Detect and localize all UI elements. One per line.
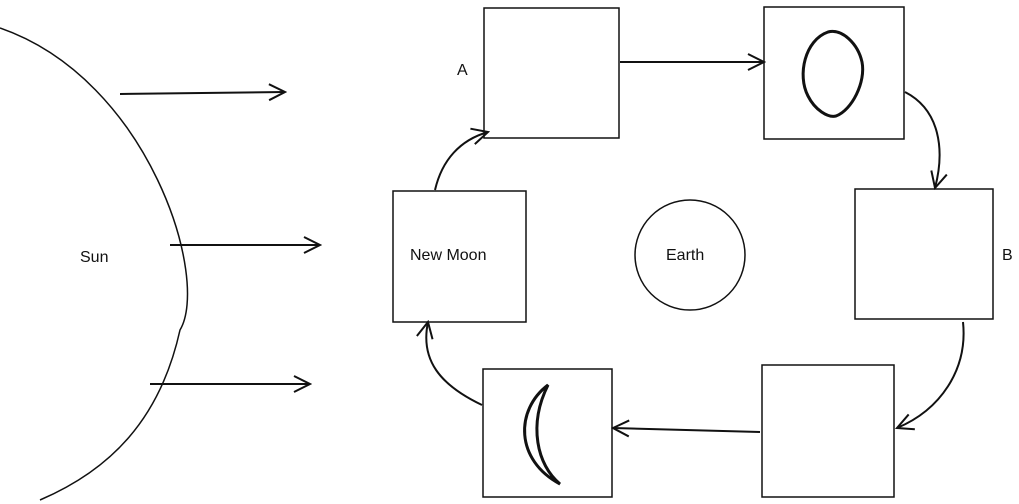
box-a xyxy=(483,7,620,139)
sun-shape xyxy=(0,27,189,501)
box-new-moon xyxy=(392,190,527,323)
arrow-new-to-a xyxy=(434,132,488,191)
arrow-bottom-right-to-crescent xyxy=(613,428,761,432)
full-moon-drawing xyxy=(801,29,865,118)
earth-circle xyxy=(634,199,746,311)
sunlight-ray-top xyxy=(119,92,285,94)
box-b xyxy=(854,188,994,320)
orbit-arrows xyxy=(426,62,965,432)
arrow-b-to-bottom-right xyxy=(897,321,965,428)
crescent-moon-drawing xyxy=(523,383,561,486)
label-a: A xyxy=(457,62,468,79)
sunlight-rays xyxy=(119,92,320,384)
earth-label: Earth xyxy=(666,247,705,264)
new-moon-label: New Moon xyxy=(410,247,487,264)
arrow-crescent-to-new xyxy=(426,322,483,406)
box-bottom-right xyxy=(761,364,895,498)
label-b: B xyxy=(1002,247,1013,264)
arrow-full-to-b xyxy=(904,91,940,188)
sun-label: Sun xyxy=(80,249,109,266)
box-full-moon xyxy=(763,6,905,140)
